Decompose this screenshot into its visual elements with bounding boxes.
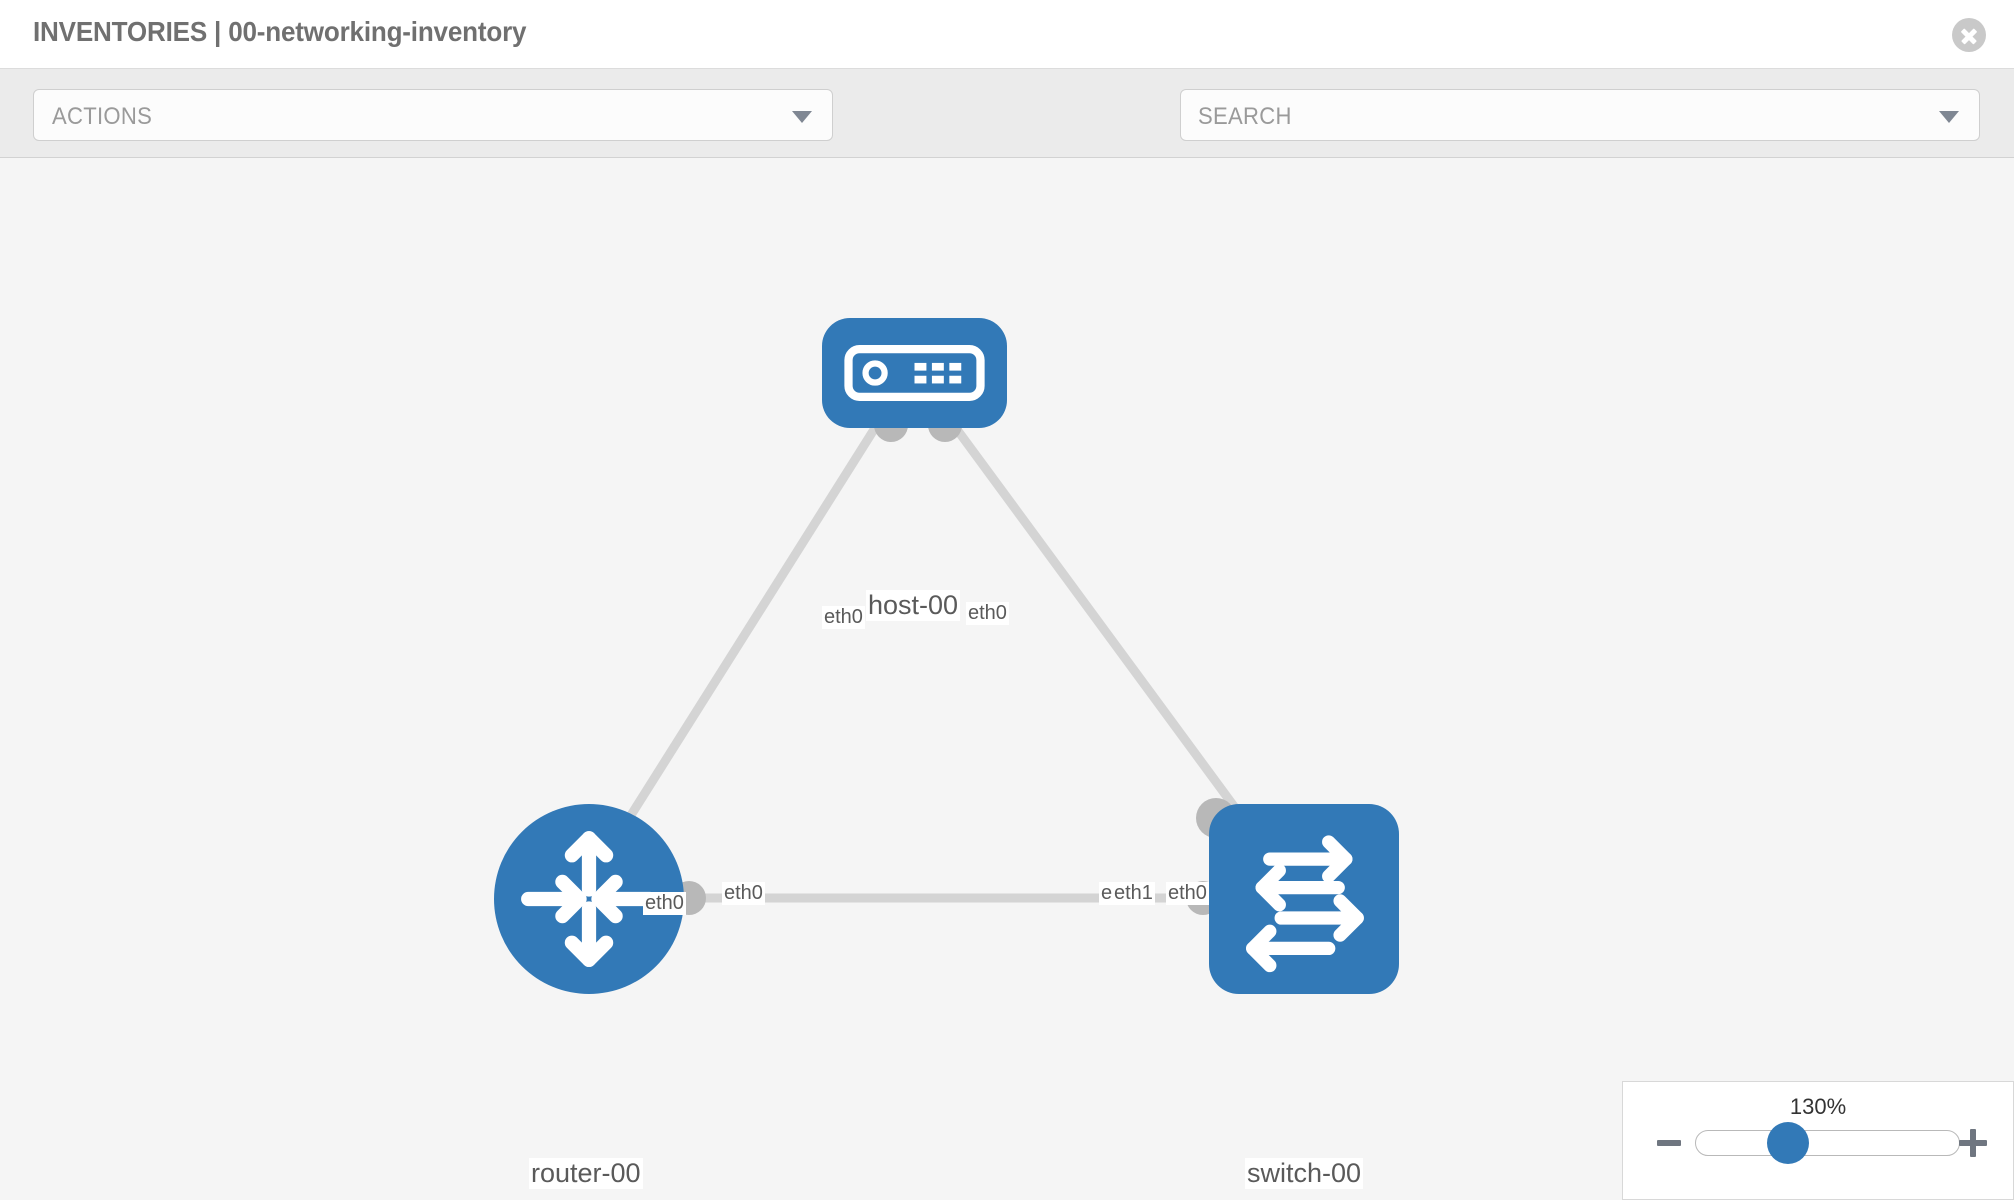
zoom-slider-handle[interactable]: [1767, 1122, 1809, 1164]
topology-canvas[interactable]: eth0 eth0 host-00 eth0 eth0 eth0 eth0 et…: [0, 158, 2014, 1200]
actions-dropdown-label: ACTIONS: [52, 103, 153, 130]
server-appliance-icon: [844, 345, 985, 401]
page-header: INVENTORIES | 00-networking-inventory: [0, 0, 2014, 68]
search-placeholder: SEARCH: [1198, 103, 1292, 130]
link-host-switch[interactable]: [946, 417, 1276, 861]
chevron-down-icon: [792, 111, 812, 123]
node-host-00[interactable]: [822, 318, 1007, 428]
zoom-level-label: 130%: [1789, 1094, 1847, 1119]
interface-label-switch-left-b: eth1: [1112, 882, 1155, 905]
node-label-host-00: host-00: [866, 590, 961, 622]
zoom-slider-track[interactable]: [1695, 1130, 1960, 1156]
interface-label-router-right: eth0: [722, 882, 765, 905]
node-label-router-00: router-00: [529, 1158, 643, 1190]
actions-dropdown[interactable]: ACTIONS: [33, 89, 833, 141]
chevron-down-icon[interactable]: [1939, 111, 1959, 123]
zoom-in-button[interactable]: [1959, 1129, 1987, 1157]
zoom-control-panel: 130%: [1622, 1081, 2014, 1200]
toolbar: ACTIONS SEARCH: [0, 68, 2014, 202]
search-input[interactable]: SEARCH: [1180, 89, 1980, 141]
link-host-router[interactable]: [600, 417, 884, 861]
close-icon[interactable]: [1952, 18, 1986, 52]
router-four-arrows-icon: [521, 831, 657, 967]
zoom-out-button[interactable]: [1657, 1140, 1681, 1146]
page-title: INVENTORIES | 00-networking-inventory: [33, 16, 527, 47]
switch-exchange-arrows-icon: [1246, 835, 1364, 973]
interface-label-switch-upper: eth0: [1166, 882, 1209, 905]
topology-links: [600, 417, 1276, 903]
node-switch-00[interactable]: [1209, 804, 1399, 994]
interface-label-host-left: eth0: [822, 606, 865, 629]
zoom-in-stroke-v: [1970, 1129, 1976, 1157]
interface-label-host-right: eth0: [966, 602, 1009, 625]
node-label-switch-00: switch-00: [1245, 1158, 1364, 1190]
interface-label-router-upper: eth0: [643, 892, 686, 915]
